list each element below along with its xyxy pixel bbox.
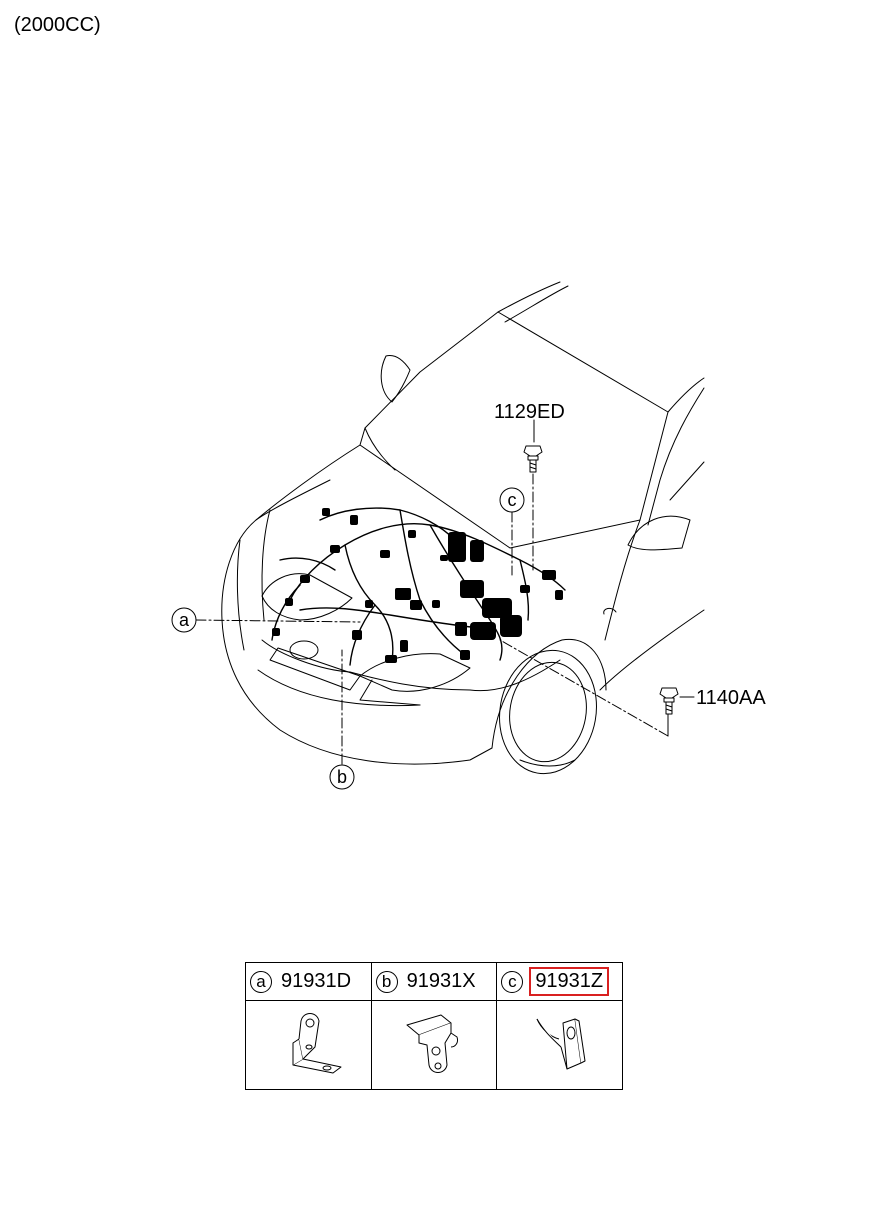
part-image-a — [245, 1000, 372, 1090]
callout-letter-c: c — [508, 490, 517, 510]
callout-circle-b — [329, 764, 355, 790]
harness-connectors — [272, 508, 563, 663]
callout-circle-a — [171, 607, 197, 633]
parts-table-header-c: c 91931Z — [496, 962, 623, 1001]
callout-label-1129ed: 1129ED — [494, 401, 565, 423]
part-letter-b: b — [375, 970, 398, 993]
clip-c-icon — [536, 1018, 586, 1069]
callout-label-1140aa: 1140AA — [696, 687, 766, 709]
parts-table-header-b: b 91931X — [370, 962, 498, 1001]
leader-lines — [195, 473, 669, 765]
part-number-91931z[interactable]: 91931Z — [529, 967, 610, 996]
parts-table-header-a: a 91931D — [245, 962, 372, 1001]
car-body-outline — [221, 281, 705, 775]
bolt-1129ed-icon — [523, 445, 543, 473]
callout-letter-a: a — [179, 610, 190, 630]
bolt-1140aa-icon — [659, 687, 679, 715]
engine-note: (2000CC) — [14, 14, 101, 36]
part-number-91931x[interactable]: 91931X — [406, 970, 476, 992]
part-image-b — [370, 1000, 498, 1090]
callout-letter-b: b — [337, 767, 347, 787]
part-letter-a: a — [250, 970, 272, 993]
part-letter-c: c — [501, 970, 524, 993]
bracket-a-icon — [292, 1012, 342, 1073]
callout-circle-c — [499, 487, 525, 513]
parts-table: a 91931D b 91931X c 91931Z — [245, 962, 623, 1090]
part-number-91931d[interactable]: 91931D — [281, 970, 352, 992]
bracket-b-icon — [406, 1014, 458, 1073]
part-image-c — [496, 1000, 623, 1090]
